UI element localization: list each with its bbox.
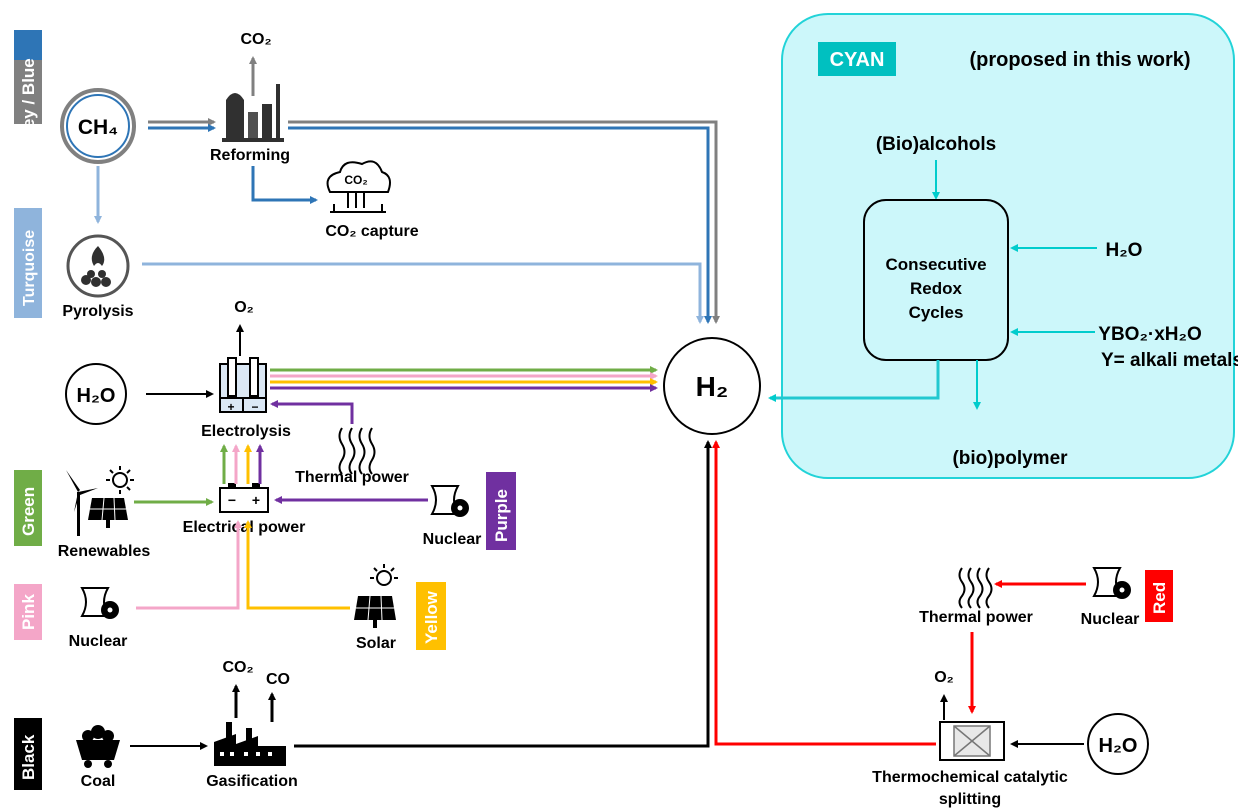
process-line1: Consecutive [885,255,986,274]
tag-red [1145,570,1173,622]
borate-label: YBO₂·xH₂O [1098,324,1201,345]
nuclear-pink-label: Nuclear [69,633,128,650]
tag-red-text: Red [1150,582,1169,614]
tag-pink [14,584,42,640]
h2-center-node [663,337,761,435]
tag-yellow-text: Yellow [422,590,441,644]
tag-green-text: Green [19,487,38,536]
arrow-reforming-to-capture [251,166,318,204]
electrolysis-o2-label: O₂ [234,299,254,316]
thermo-label-line1: Thermochemical catalytic [872,769,1068,786]
h2o-right-label: H₂O [1099,735,1138,757]
pyrolysis-node [66,234,130,298]
gasification-label: Gasification [206,773,298,790]
splitting-o2-label: O₂ [934,669,954,686]
wind-turbine-icon [66,470,98,536]
polymer-label: (bio)polymer [952,448,1068,469]
gasification-co2-label: CO₂ [222,659,253,676]
gasification-factory-icon [214,722,286,766]
arrow-cycles-to-h2 [768,360,940,402]
arrow-pink-nuclear-to-battery [136,520,242,610]
coal-cart-icon [76,725,120,768]
thermo-label-line2: splitting [939,791,1001,808]
process-line2: Redox [910,279,963,298]
tag-black [14,718,42,790]
thermal-power-mid-label: Thermal power [295,469,409,486]
reforming-label: Reforming [210,147,290,164]
reforming-co2-label: CO₂ [240,31,271,48]
h2o-right-node [1087,713,1149,775]
thermal-power-red-label: Thermal power [919,609,1033,626]
alkali-label: Y= alkali metals [1101,350,1238,371]
redox-cycles-box [863,199,1009,361]
pyrolysis-label: Pyrolysis [62,303,133,320]
electrolysis-label: Electrolysis [201,423,291,440]
ch4-node [60,88,136,164]
electrical-power-label: Electrical power [183,519,306,536]
pyrolysis-flame-icon [81,246,111,287]
solar-icon [354,564,398,628]
cyan-subtitle: (proposed in this work) [969,49,1190,71]
co2-capture-label: CO₂ capture [325,223,418,240]
sun-solar-panel-icon [88,466,134,528]
arrow-thermal-to-electrolysis [270,400,354,424]
tag-pink-text: Pink [19,594,38,630]
svg-text:+: + [252,492,260,508]
ch4-node-inner [66,94,130,158]
battery-icon: − + [219,483,269,513]
process-line3: Cycles [909,303,964,322]
svg-text:−: − [251,400,258,414]
bio-alcohols-label: (Bio)alcohols [876,134,996,155]
h2o-left-label: H₂O [77,385,116,407]
co2-capture-icon-text: CO₂ [344,173,367,187]
tag-yellow [416,582,446,650]
tag-turquoise [14,208,42,318]
h2-center-label: H₂ [696,371,729,402]
tag-grey-blue-blue [14,30,42,60]
nuclear-pink-icon [80,587,119,619]
cyan-water-label: H₂O [1106,240,1143,261]
gasification-co-label: CO [266,671,290,688]
arrow-reforming-to-h2-blue [288,126,712,324]
thermal-heat-icon [338,427,376,475]
nuclear-red-icon [1092,567,1131,599]
svg-text:+: + [227,400,234,414]
co2-capture-icon [326,160,391,213]
ch4-label: CH₄ [78,116,118,139]
arrow-pyrolysis-to-h2 [142,262,704,324]
arrow-gasification-to-h2 [294,440,712,748]
tag-purple-text: Purple [492,489,511,542]
tag-grey-blue-text: Grey / Blue [19,58,38,148]
tag-green [14,470,42,546]
arrow-solar-to-battery [244,520,350,610]
cyan-tag-label: CYAN [830,49,885,71]
electrolysis-cell-icon: + − [219,357,267,414]
reforming-plant-icon [222,84,284,142]
arrow-reforming-to-h2-grey [288,120,720,324]
renewables-label: Renewables [58,543,151,560]
tag-grey-blue-grey [14,60,42,124]
thermal-heat-red-icon [958,567,993,609]
nuclear-purple-label: Nuclear [423,531,482,548]
tag-purple [486,472,516,550]
tag-turquoise-text: Turquoise [21,230,38,306]
cyan-tag [818,42,896,76]
nuclear-purple-icon [430,485,469,517]
reactor-icon [939,721,1005,761]
h2o-left-node [65,363,127,425]
coal-label: Coal [81,773,116,790]
arrow-splitting-to-h2 [712,440,936,746]
svg-text:−: − [228,492,236,508]
nuclear-red-label: Nuclear [1081,611,1140,628]
solar-label: Solar [356,635,396,652]
tag-black-text: Black [19,734,38,780]
